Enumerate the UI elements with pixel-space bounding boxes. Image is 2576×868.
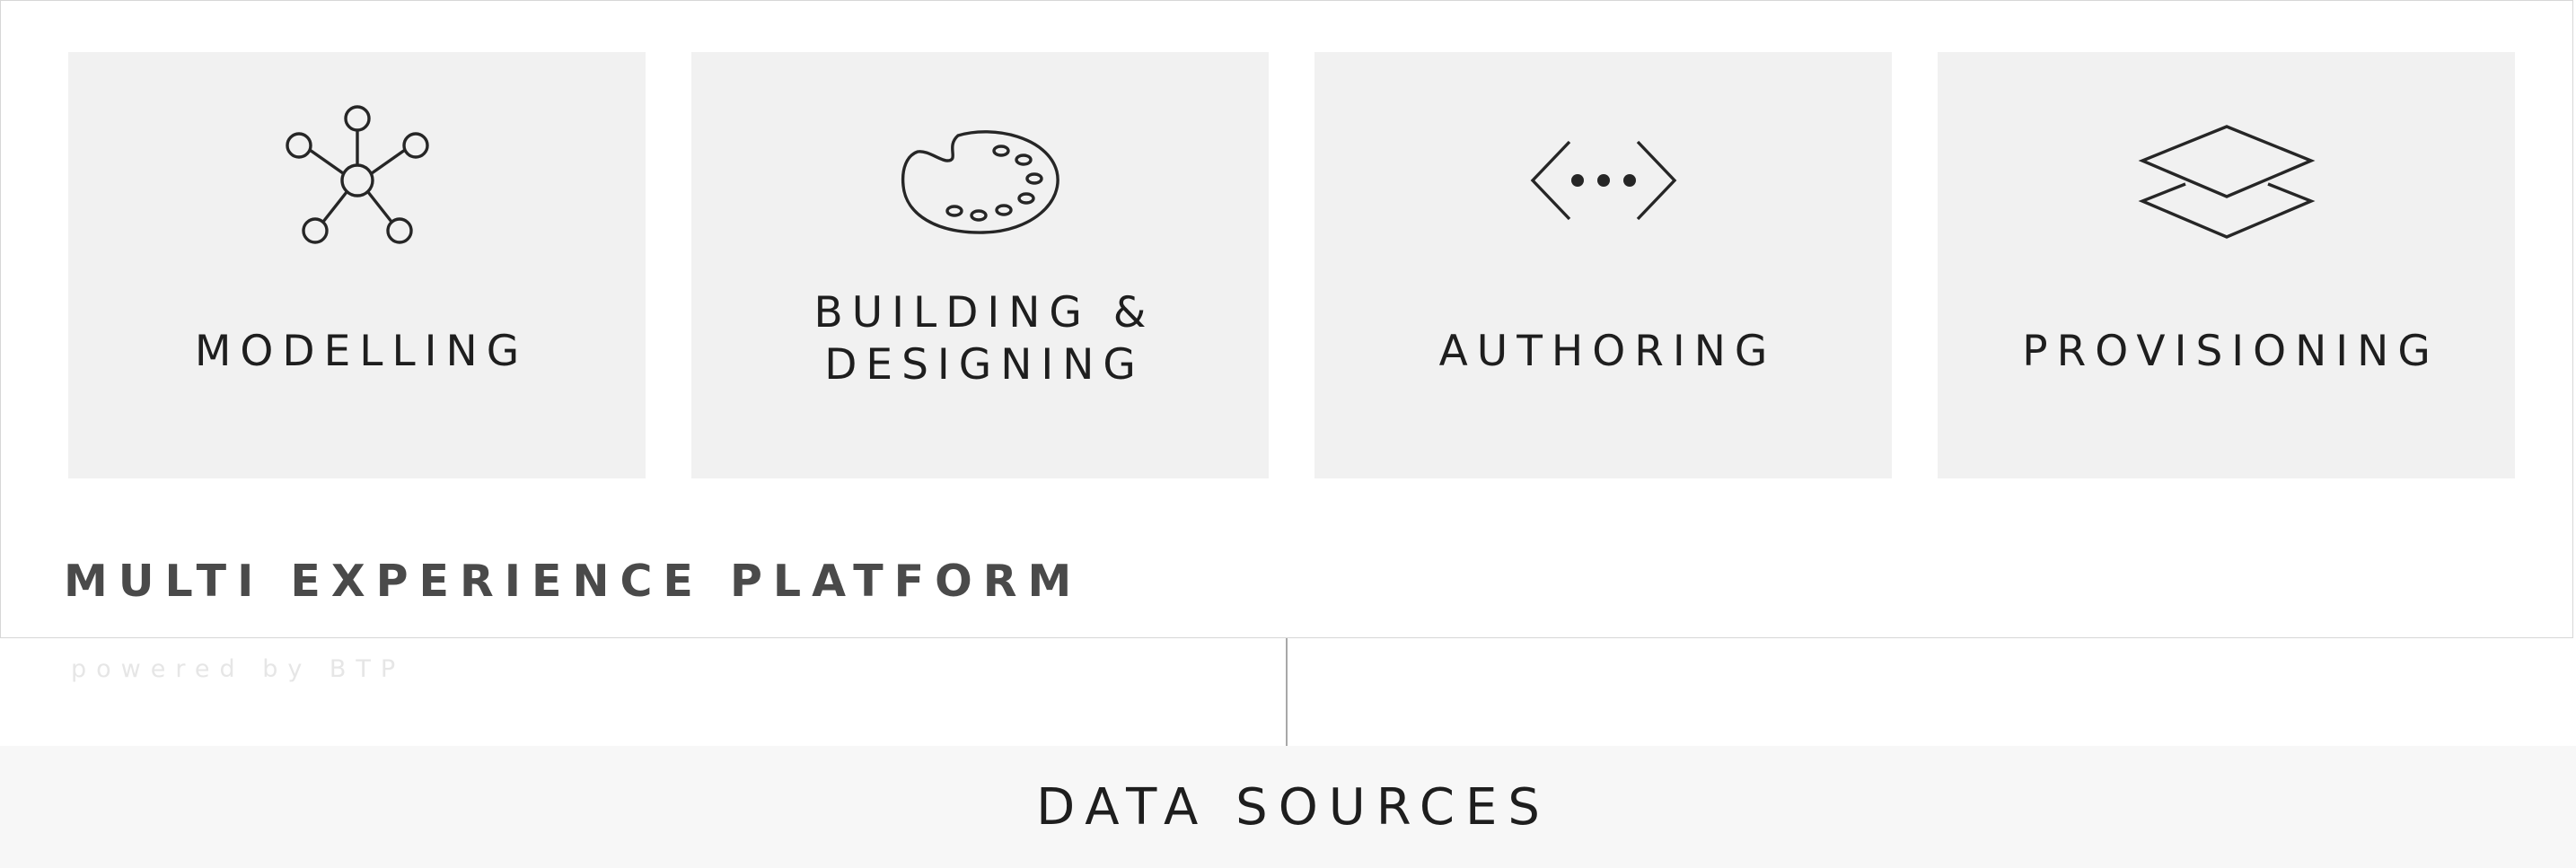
code-icon — [1314, 119, 1892, 245]
card-building-designing: BUILDING & DESIGNING — [691, 52, 1269, 478]
network-icon — [68, 105, 646, 245]
platform-title: MULTI EXPERIENCE PLATFORM — [64, 556, 1083, 607]
card-authoring: AUTHORING — [1314, 52, 1892, 478]
connector-line — [1286, 638, 1288, 746]
layers-icon — [1938, 119, 2515, 245]
card-label: BUILDING & DESIGNING — [813, 288, 1156, 390]
data-sources-bar: DATA SOURCES — [0, 746, 2576, 868]
card-label: AUTHORING — [1438, 327, 1777, 376]
card-modelling: MODELLING — [68, 52, 646, 478]
palette-icon — [691, 119, 1269, 245]
card-provisioning: PROVISIONING — [1938, 52, 2515, 478]
platform-frame: MODELLING BUILDING & DESIGNING — [0, 0, 2573, 638]
data-sources-label: DATA SOURCES — [1036, 777, 1551, 837]
powered-by-caption: powered by BTP — [71, 655, 406, 683]
card-label: PROVISIONING — [2022, 327, 2440, 376]
card-label: MODELLING — [194, 327, 529, 376]
